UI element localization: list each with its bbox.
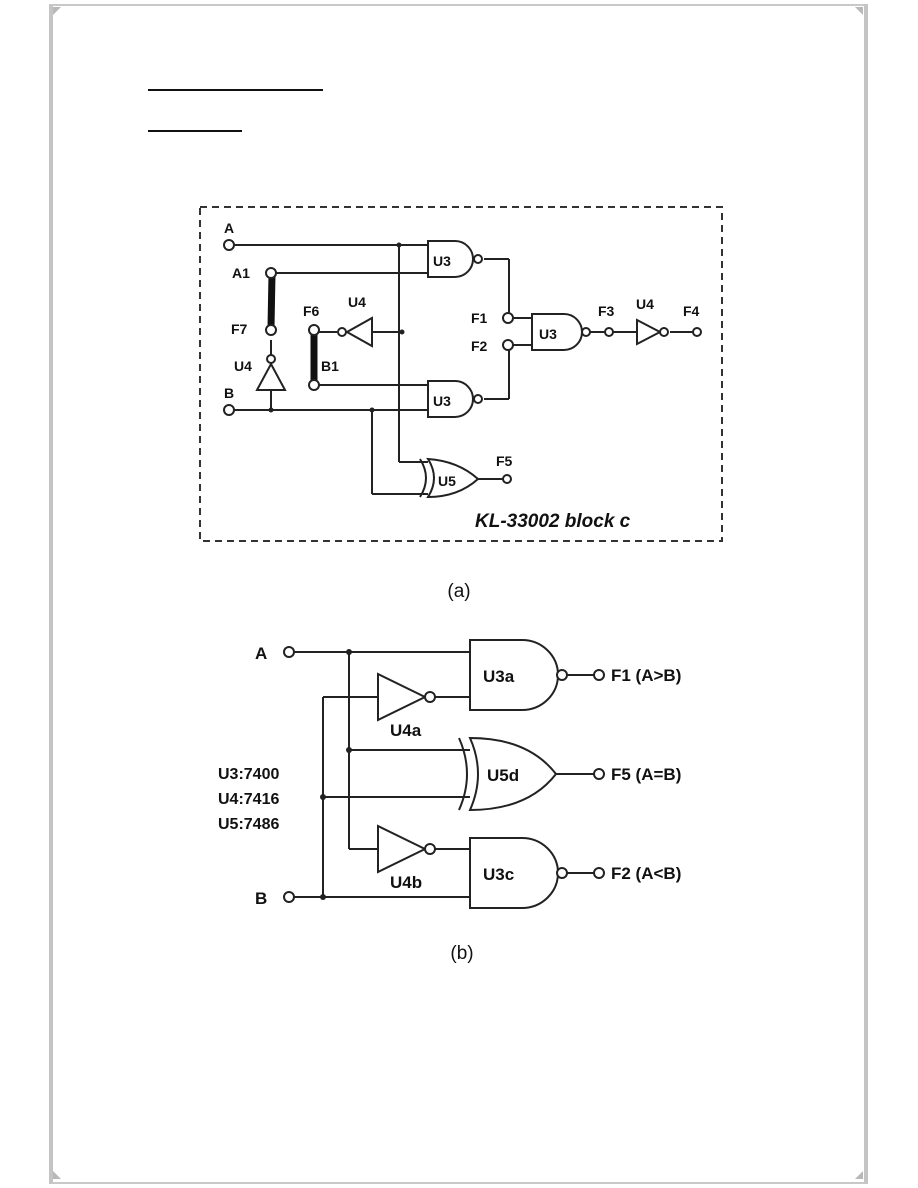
part-u4-7416: U4:7416: [218, 791, 279, 808]
wire-junction: [346, 747, 352, 753]
input-b1-pin: [308, 379, 320, 391]
label-b: B: [255, 889, 267, 908]
inverter-u4a: [377, 672, 428, 722]
label-f5: F5: [496, 453, 513, 469]
nand-bubble: [581, 327, 591, 337]
input-a1-pin: [265, 267, 277, 279]
figure-a: A A1 F7 U4 F6 U4 B1 B U3 U3 U3 F1 F2 F3 …: [199, 206, 723, 542]
label-a: A: [255, 644, 267, 663]
output-f5-pin: [502, 474, 512, 484]
label-b1: B1: [321, 358, 339, 374]
output-f4-pin: [692, 327, 702, 337]
xor-gate-u5: [426, 457, 480, 499]
page-corner-marker: [53, 1171, 61, 1179]
jumper-a1-f7: [267, 270, 276, 331]
label-f5-a-eq-b: F5 (A=B): [611, 765, 681, 784]
nand-gate-u3-bottom: [427, 380, 474, 418]
input-b-pin: [283, 891, 295, 903]
part-u5-7486: U5:7486: [218, 816, 279, 833]
label-u4b: U4b: [390, 873, 422, 892]
page-corner-marker: [855, 1171, 863, 1179]
figure-b: A B U3a U3c U4a U4b U5d F1 (A>B) F5 (A=B…: [218, 639, 681, 909]
inverter-u4-left-pointing: [344, 316, 373, 348]
wire-junction: [320, 894, 326, 900]
label-a1: A1: [232, 265, 250, 281]
inverter-u4-right-pointing: [636, 318, 663, 346]
inverter-bubble: [424, 691, 436, 703]
input-f7-pin: [265, 324, 277, 336]
inverter-bubble: [337, 327, 347, 337]
label-u3-middle: U3: [539, 326, 557, 342]
label-u3c: U3c: [483, 865, 514, 884]
input-a-pin: [283, 646, 295, 658]
label-u5: U5: [438, 473, 456, 489]
output-f2-pin: [502, 339, 514, 351]
label-u3a: U3a: [483, 667, 515, 686]
label-u3-top: U3: [433, 253, 451, 269]
wire-junction: [320, 794, 326, 800]
caption-b: (b): [450, 943, 473, 964]
page-frame: [49, 4, 868, 1184]
label-u4-top: U4: [348, 294, 366, 310]
xor-gate-u5d: [468, 736, 558, 812]
output-f1-pin: [502, 312, 514, 324]
xor-input-curve: [419, 458, 427, 498]
inverter-u4b: [377, 824, 428, 874]
nand-bubble: [556, 669, 568, 681]
subheading-underline: [148, 130, 242, 132]
label-u4-right: U4: [636, 296, 654, 312]
nand-bubble: [473, 394, 483, 404]
inverter-bubble: [659, 327, 669, 337]
label-f1-a-gt-b: F1 (A>B): [611, 666, 681, 685]
label-f2-a-lt-b: F2 (A<B): [611, 864, 681, 883]
nand-gate-u3-top: [427, 240, 474, 278]
figure-b-wires: [294, 651, 594, 898]
nand-bubble: [556, 867, 568, 879]
wire-junction: [396, 242, 402, 248]
label-f4: F4: [683, 303, 700, 319]
heading-underline: [148, 89, 323, 91]
inverter-bubble: [424, 843, 436, 855]
caption-a: (a): [447, 581, 470, 602]
label-f3: F3: [598, 303, 615, 319]
label-u3-bottom: U3: [433, 393, 451, 409]
output-f5-pin: [593, 768, 605, 780]
wire-junction: [268, 407, 274, 413]
input-f6-pin: [308, 324, 320, 336]
wire-junction: [399, 329, 405, 335]
input-b-pin: [223, 404, 235, 416]
label-f6: F6: [303, 303, 320, 319]
label-a: A: [224, 220, 234, 236]
inverter-u4-up-pointing: [255, 361, 287, 391]
label-f7: F7: [231, 321, 248, 337]
xor-input-curve: [458, 737, 468, 811]
label-u4-left: U4: [234, 358, 252, 374]
wire-junction: [346, 649, 352, 655]
label-u4a: U4a: [390, 721, 422, 740]
label-f1: F1: [471, 310, 488, 326]
input-a-pin: [223, 239, 235, 251]
inverter-bubble: [266, 354, 276, 364]
output-f1-pin: [593, 669, 605, 681]
figure-a-wires: [233, 244, 694, 495]
label-u5d: U5d: [487, 766, 519, 785]
page-corner-marker: [855, 7, 863, 15]
label-b: B: [224, 385, 234, 401]
nand-bubble: [473, 254, 483, 264]
output-f2-pin: [593, 867, 605, 879]
block-c-border: [199, 206, 723, 542]
label-f2: F2: [471, 338, 488, 354]
part-u3-7400: U3:7400: [218, 766, 279, 783]
page-corner-marker: [53, 7, 61, 15]
wire-junction: [369, 407, 375, 413]
block-label: KL-33002 block c: [475, 511, 631, 532]
output-f3-pin: [604, 327, 614, 337]
